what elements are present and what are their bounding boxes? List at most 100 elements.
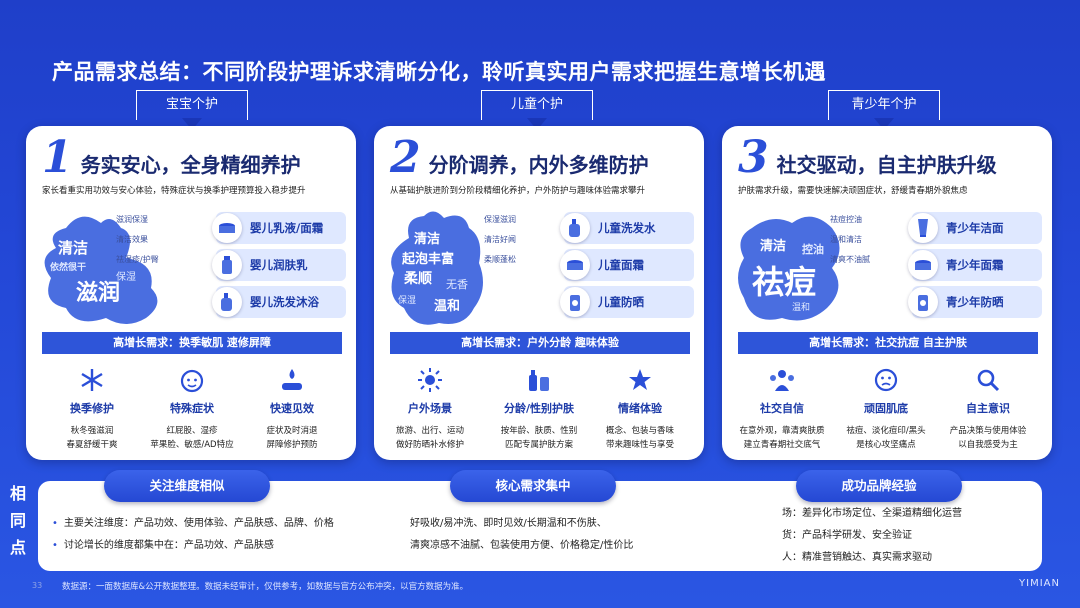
cleanser-tube-icon <box>908 213 938 243</box>
cloud-word: 起泡丰富 <box>401 251 454 267</box>
pill-core-needs: 核心需求集中 <box>450 470 616 502</box>
cloud-tag: 清洁效果 <box>116 235 148 244</box>
need-bar: 高增长需求：换季敏肌 速修屏障 <box>42 332 342 354</box>
feature-item: 户外场景 旅游、出行、运动做好防晒补水修护 <box>382 366 478 452</box>
footer-source: 数据源：一面数据库&公开数据整理。数据未经审计，仅供参考，如数据与官方公布冲突，… <box>62 582 469 592</box>
stage-tag-child: 儿童个护 <box>481 90 593 120</box>
cloud-tags: 滋润保湿 清洁效果 祛湿疹/护臀 <box>116 214 159 274</box>
pill-brand-experience: 成功品牌经验 <box>796 470 962 502</box>
cloud-tag: 祛湿疹/护臀 <box>116 255 159 264</box>
cloud-tags: 保湿滋润 清洁好闻 柔顺蓬松 <box>484 214 516 274</box>
feature-name: 户外场景 <box>408 402 452 415</box>
product-label: 青少年防晒 <box>946 295 1004 309</box>
cream-jar-icon <box>908 250 938 280</box>
feature-name: 情绪体验 <box>618 402 662 415</box>
shampoo-bottle-icon <box>560 213 590 243</box>
product-item: 儿童防晒 <box>560 286 694 318</box>
right-points: 场：差异化市场定位、全渠道精细化运营 货：产品科学研发、安全验证 人：精准营销触… <box>782 508 962 563</box>
feature-item: 社交自信 在意外观，靠清爽肤质建立青春期社交底气 <box>730 366 834 452</box>
feature-item: 自主意识 产品决策与使用体验以自我感受为主 <box>940 366 1036 452</box>
stage-card-baby: 1 务实安心，全身精细养护 家长看重实用功效与安心体验，特殊症状与换季护理预算投… <box>26 126 356 460</box>
hand-drop-icon <box>244 366 340 394</box>
people-icon <box>730 366 834 394</box>
card-number: 1 <box>42 132 73 183</box>
cloud-word: 清洁 <box>414 231 440 247</box>
product-item: 婴儿润肤乳 <box>212 249 346 281</box>
feature-item: 情绪体验 概念、包装与香味带来趣味性与享受 <box>592 366 688 452</box>
feature-desc: 祛痘、淡化痘印/黑头是核心攻坚痛点 <box>846 426 926 450</box>
card-number: 3 <box>738 132 769 183</box>
feature-item: 换季修护 秋冬强滋润春夏舒缓干爽 <box>44 366 140 452</box>
cloud-word: 依然很干 <box>50 261 86 273</box>
cloud-tag: 祛痘控油 <box>830 215 862 224</box>
cloud-word: 无香 <box>446 278 468 291</box>
sunscreen-icon <box>560 287 590 317</box>
feature-name: 分龄/性别护肤 <box>503 402 575 415</box>
card-description: 从基础护肤进阶到分阶段精细化养护，户外防护与趣味体验需求攀升 <box>390 186 646 196</box>
feature-desc: 红屁股、湿疹苹果脸、敏感/AD特应 <box>150 426 234 450</box>
product-item: 儿童洗发水 <box>560 212 694 244</box>
cloud-tag: 清洁好闻 <box>484 235 516 244</box>
cloud-tag: 滋润保湿 <box>116 215 148 224</box>
star-hand-icon <box>592 366 688 394</box>
need-bar: 高增长需求：社交抗痘 自主护肤 <box>738 332 1038 354</box>
side-label: 相 同 点 <box>9 484 26 557</box>
feature-name: 顽固肌底 <box>864 402 908 415</box>
feature-desc: 症状及时消退屏障修护预防 <box>266 426 318 450</box>
product-label: 儿童面霜 <box>598 258 644 272</box>
sun-icon <box>382 366 478 394</box>
cloud-word: 保湿 <box>398 294 416 306</box>
product-item: 婴儿洗发沐浴 <box>212 286 346 318</box>
feature-name: 社交自信 <box>760 402 804 415</box>
product-label: 婴儿乳液/面霜 <box>250 221 324 235</box>
bottle-pair-icon <box>484 366 594 394</box>
card-title: 务实安心，全身精细养护 <box>80 153 301 177</box>
card-description: 家长看重实用功效与安心体验，特殊症状与换季护理预算投入稳步提升 <box>42 186 306 196</box>
feature-name: 换季修护 <box>70 402 114 415</box>
product-label: 儿童防晒 <box>598 295 644 309</box>
stage-tag-baby: 宝宝个护 <box>136 90 248 120</box>
product-item: 儿童面霜 <box>560 249 694 281</box>
feature-desc: 旅游、出行、运动做好防晒补水修护 <box>395 426 464 450</box>
card-title: 分阶调养，内外多维防护 <box>428 153 649 177</box>
product-label: 儿童洗发水 <box>598 221 656 235</box>
cloud-word: 柔顺 <box>403 271 432 287</box>
feature-item: 快速见效 症状及时消退屏障修护预防 <box>244 366 340 452</box>
cloud-word: 滋润 <box>76 280 120 306</box>
card-description: 护肤需求升级，需要快速解决顽固症状，舒缓青春期外貌焦虑 <box>738 186 968 196</box>
feature-item: 特殊症状 红屁股、湿疹苹果脸、敏感/AD特应 <box>144 366 240 452</box>
cloud-tag: 保湿滋润 <box>484 215 516 224</box>
card-number: 2 <box>390 132 421 183</box>
product-item: 婴儿乳液/面霜 <box>212 212 346 244</box>
product-label: 婴儿洗发沐浴 <box>250 295 319 309</box>
page-title: 产品需求总结：不同阶段护理诉求清晰分化，聆听真实用户需求把握生意增长机遇 <box>52 60 826 84</box>
card-title: 社交驱动，自主护肤升级 <box>776 153 997 177</box>
page-number: 33 <box>32 581 43 590</box>
feature-desc: 在意外观，靠清爽肤质建立青春期社交底气 <box>739 426 825 450</box>
cloud-tag: 柔顺蓬松 <box>484 255 516 264</box>
product-item: 青少年面霜 <box>908 249 1042 281</box>
feature-item: 分龄/性别护肤 按年龄、肤质、性别匹配专属护肤方案 <box>484 366 594 452</box>
word-cloud: 清洁 依然很干 滋润 保湿 <box>44 216 158 324</box>
product-label: 婴儿润肤乳 <box>250 258 308 272</box>
feature-desc: 概念、包装与香味带来趣味性与享受 <box>605 426 674 450</box>
cloud-tag: 温和清洁 <box>830 235 862 244</box>
cloud-word: 祛痘 <box>752 263 816 301</box>
feature-name: 自主意识 <box>966 402 1010 415</box>
feature-desc: 秋冬强滋润春夏舒缓干爽 <box>66 426 118 450</box>
left-points: •主要关注维度：产品功效、使用体验、产品肤感、品牌、价格 •讨论增长的维度都集中… <box>52 518 334 551</box>
stage-card-teen: 3 社交驱动，自主护肤升级 护肤需求升级，需要快速解决顽固症状，舒缓青春期外貌焦… <box>722 126 1052 460</box>
product-item: 青少年洁面 <box>908 212 1042 244</box>
word-cloud: 清洁 起泡丰富 柔顺 无香 温和 保湿 <box>391 211 483 325</box>
product-item: 青少年防晒 <box>908 286 1042 318</box>
cream-jar-icon <box>212 213 242 243</box>
middle-points: 好吸收/易冲洗、即时见效/长期温和不伤肤、 清爽凉感不油腻、包装使用方便、价格稳… <box>410 518 634 551</box>
cloud-tags: 祛痘控油 温和清洁 清爽不油腻 <box>830 214 870 274</box>
cloud-word: 保湿 <box>116 270 136 283</box>
feature-desc: 产品决策与使用体验以自我感受为主 <box>949 426 1027 450</box>
baby-face-icon <box>144 366 240 394</box>
feature-item: 顽固肌底 祛痘、淡化痘印/黑头是核心攻坚痛点 <box>838 366 934 452</box>
feature-desc: 按年龄、肤质、性别匹配专属护肤方案 <box>500 426 578 450</box>
cloud-word: 温和 <box>434 298 460 314</box>
pill-similar-focus: 关注维度相似 <box>104 470 270 502</box>
